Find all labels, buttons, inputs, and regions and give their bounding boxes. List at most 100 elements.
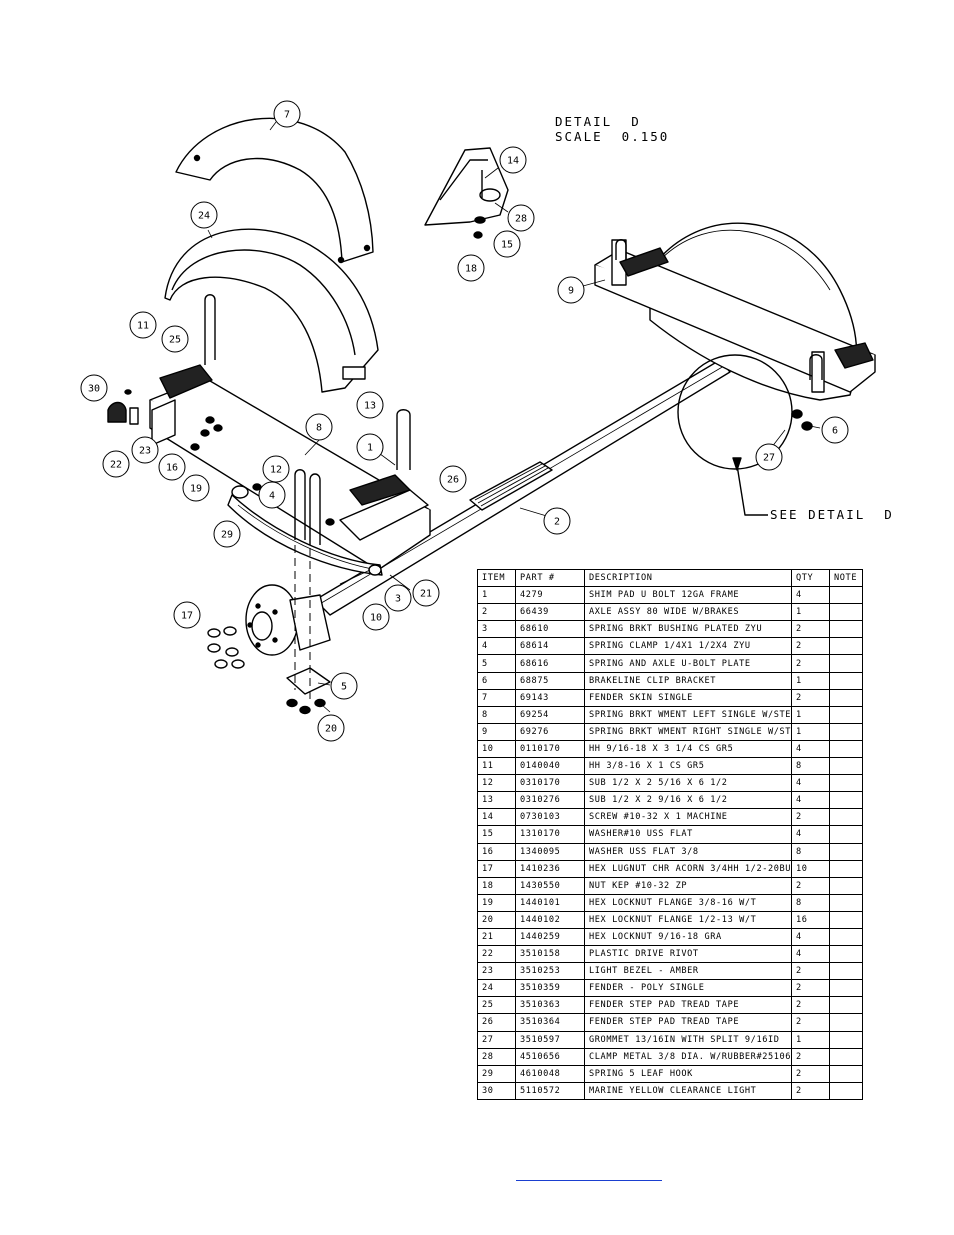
detail-scale-line: SCALE 0.150 [555,129,670,144]
bom-cell-item: 30 [477,1081,516,1100]
bom-cell-part: 3510597 [515,1030,585,1049]
bom-cell-note [829,654,863,673]
bom-cell-note [829,791,863,810]
bom-cell-description: FENDER - POLY SINGLE [584,979,792,998]
balloon-label: 22 [110,460,122,471]
bom-cell-qty: 2 [791,979,830,998]
bom-cell-description: NUT KEP #10-32 ZP [584,876,792,895]
bom-cell-part: 1440102 [515,910,585,929]
bom-cell-item: 10 [477,739,516,759]
balloon-25 [161,325,189,353]
bom-cell-note [829,705,863,724]
balloon-28 [507,204,535,232]
bom-cell-note [829,910,863,929]
balloon-label: 15 [501,240,513,251]
bom-cell-description: HEX LOCKNUT FLANGE 3/8-16 W/T [584,893,792,912]
bom-cell-part: 66439 [515,603,585,622]
bom-cell-description: CLAMP METAL 3/8 DIA. W/RUBBER#25106 [584,1047,792,1066]
bom-cell-qty: 2 [791,637,830,656]
bom-cell-item: 12 [477,774,516,793]
bom-cell-note [829,893,863,912]
balloon-label: 10 [370,613,382,624]
axle-step-pad [469,461,553,511]
balloon-label: 8 [316,423,322,434]
detail-title: DETAIL D SCALE 0.150 [555,114,669,144]
bom-cell-item: 2 [477,603,516,622]
bom-cell-qty: 2 [791,1081,830,1100]
bom-cell-item: 28 [477,1047,516,1066]
bom-cell-note [829,1047,863,1066]
balloon-24 [190,201,218,229]
bom-cell-note [829,586,863,605]
balloon-27 [755,443,783,471]
bom-cell-item: 16 [477,842,516,861]
bom-cell-description: MARINE YELLOW CLEARANCE LIGHT [584,1081,792,1100]
bom-cell-qty: 4 [791,586,830,605]
fender-skin-part [175,117,374,264]
bom-cell-part: 5110572 [515,1081,585,1100]
bom-cell-part: 0310276 [515,791,585,810]
bom-cell-description: AXLE ASSY 80 WIDE W/BRAKES [584,603,792,622]
bom-cell-note [829,842,863,861]
balloon-8 [305,413,333,441]
detail-clamp-part [424,147,509,239]
balloon-7 [273,100,301,128]
bom-cell-part: 1310170 [515,825,585,844]
balloon-4 [258,481,286,509]
bom-cell-item: 17 [477,859,516,878]
wheel-hub-part [245,584,331,656]
bom-cell-part: 4610048 [515,1064,585,1083]
bom-cell-description: HH 3/8-16 X 1 CS GR5 [584,757,792,776]
bom-cell-item: 20 [477,910,516,929]
bom-cell-item: 29 [477,1064,516,1083]
bom-cell-item: 18 [477,876,516,895]
u-bolts-part [204,239,823,545]
bom-cell-qty: 2 [791,876,830,895]
balloon-label: 13 [364,401,376,412]
bom-cell-part: 1410236 [515,859,585,878]
bom-cell-description: SPRING BRKT WMENT LEFT SINGLE W/STEPS [584,705,792,724]
bom-cell-qty: 2 [791,1013,830,1032]
balloon-29 [213,520,241,548]
bom-cell-description: HEX LOCKNUT 9/16-18 GRA [584,927,792,947]
bom-header-description: DESCRIPTION [584,568,792,588]
bom-cell-note [829,945,863,964]
bom-cell-part: 3510253 [515,962,585,981]
bom-cell-item: 6 [477,671,516,690]
balloon-1 [356,433,384,461]
balloon-15 [493,230,521,258]
bom-cell-qty: 16 [791,910,830,929]
balloon-23 [131,436,159,464]
bom-cell-item: 19 [477,893,516,912]
u-bolt-plate-part [286,667,331,715]
bom-cell-qty: 4 [791,825,830,844]
right-spring-bracket-part [594,222,876,401]
balloon-label: 30 [88,384,100,395]
bom-cell-part: 68616 [515,654,585,673]
bom-cell-part: 0110170 [515,739,585,759]
bom-cell-part: 0310170 [515,774,585,793]
bom-cell-description: WASHER USS FLAT 3/8 [584,842,792,861]
left-spring-bracket-part [149,364,431,571]
bom-cell-part: 4510656 [515,1047,585,1066]
bom-cell-item: 21 [477,927,516,947]
bom-cell-description: FENDER SKIN SINGLE [584,688,792,707]
bom-cell-qty: 1 [791,1030,830,1049]
balloon-label: 21 [420,589,432,600]
footer-link-underline[interactable] [516,1180,662,1181]
bom-cell-item: 26 [477,1013,516,1032]
